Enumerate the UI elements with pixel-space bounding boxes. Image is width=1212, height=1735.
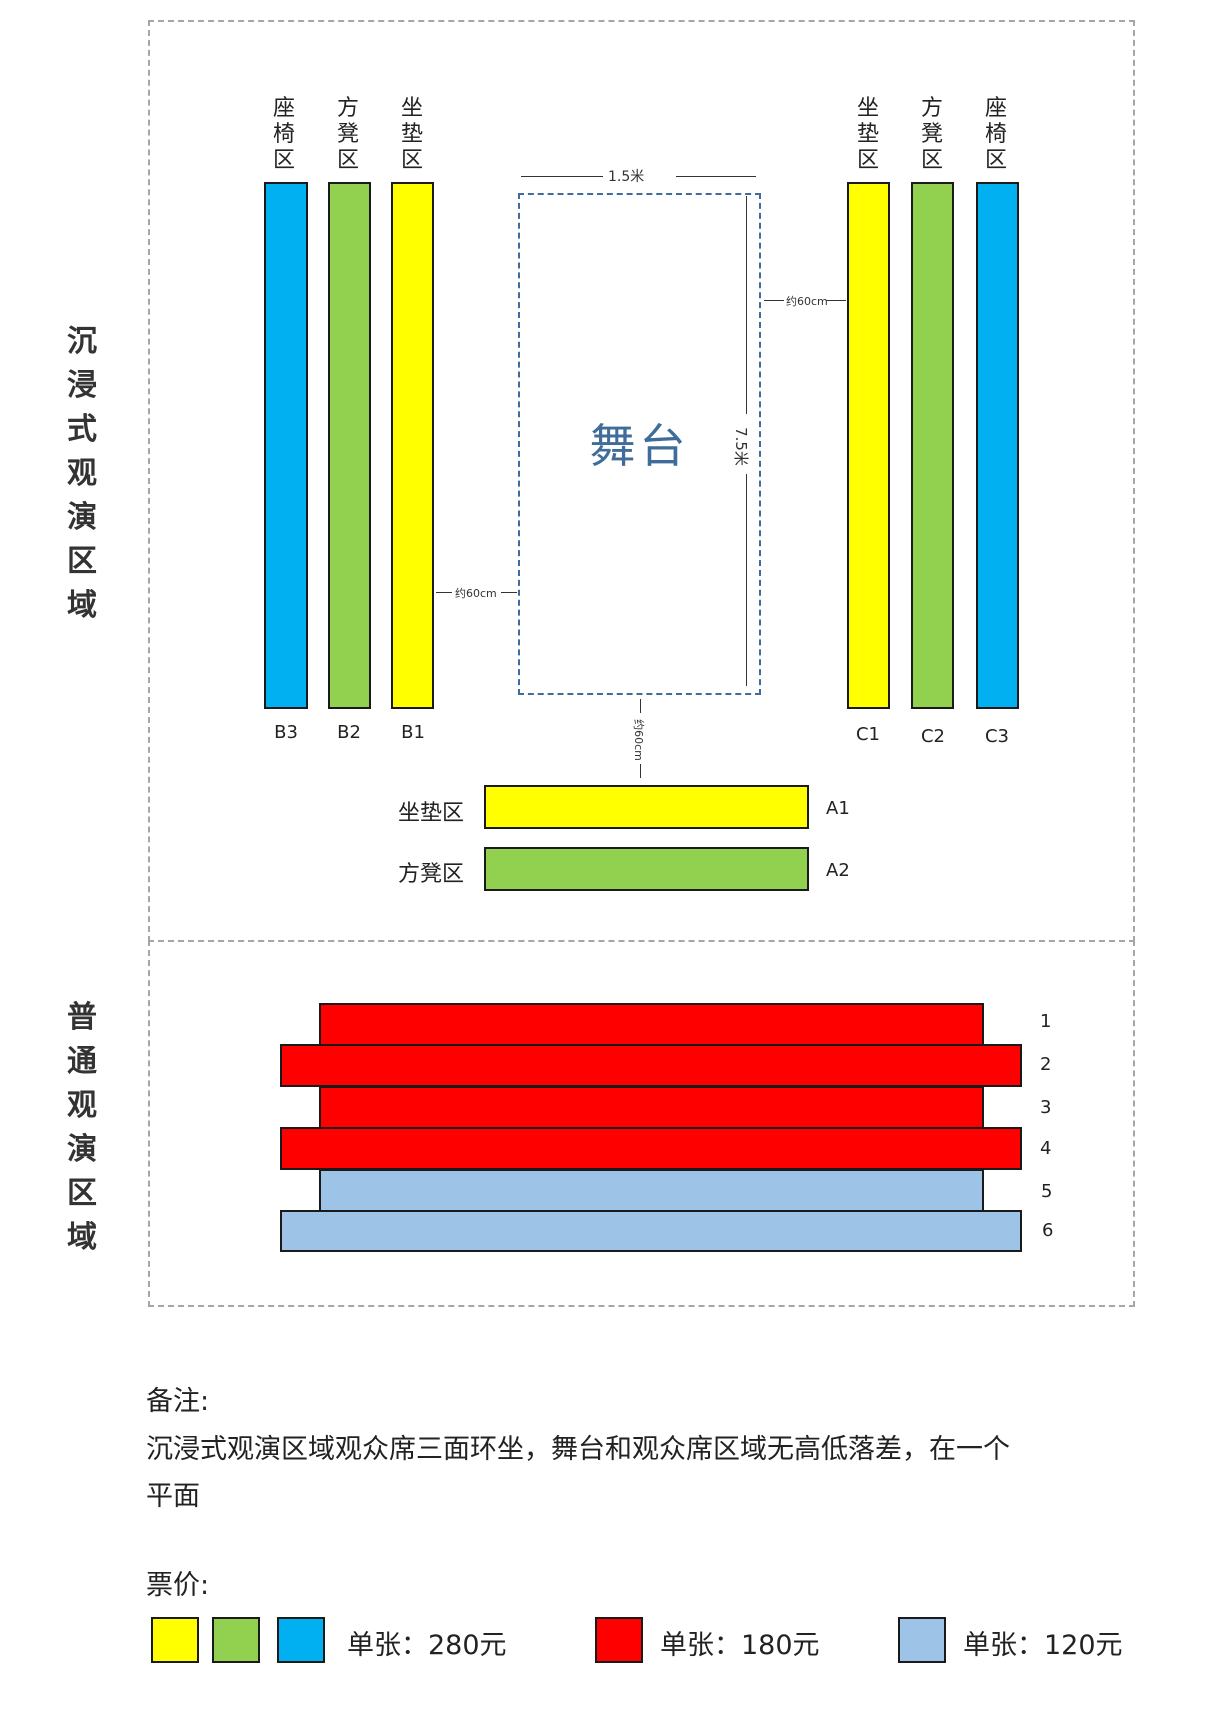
zone-label-c1: 坐垫区 xyxy=(856,96,879,173)
code-b1: B1 xyxy=(401,722,425,743)
zone-label-b2: 方凳区 xyxy=(336,96,359,173)
gap-right-label: 约60cm xyxy=(786,295,828,308)
swatch-red xyxy=(595,1617,643,1663)
row-number-1: 1 xyxy=(1040,1011,1052,1032)
code-b3: B3 xyxy=(274,722,298,743)
row-2 xyxy=(280,1044,1022,1087)
gap-left-label: 约60cm xyxy=(455,587,497,600)
section-c1 xyxy=(847,182,890,709)
regular-area-title: 普通观演区域 xyxy=(67,1000,97,1255)
immersive-area-title: 沉浸式观演区域 xyxy=(67,324,97,623)
zone-label-c2: 方凳区 xyxy=(920,96,943,173)
row-1 xyxy=(319,1003,984,1046)
zone-label-a2: 方凳区 xyxy=(398,862,465,887)
swatch-green xyxy=(212,1617,260,1663)
zone-label-a1: 坐垫区 xyxy=(398,801,465,826)
notes-heading: 备注: xyxy=(146,1386,210,1417)
width-dim-line-right xyxy=(676,176,756,177)
width-dim-line-left xyxy=(521,176,603,177)
row-number-4: 4 xyxy=(1040,1138,1052,1159)
code-c2: C2 xyxy=(920,726,946,747)
zone-label-b3: 座椅区 xyxy=(272,96,295,173)
swatch-blue xyxy=(277,1617,325,1663)
swatch-yellow xyxy=(151,1617,199,1663)
row-number-3: 3 xyxy=(1040,1097,1052,1118)
notes-line-1: 沉浸式观演区域观众席三面环坐，舞台和观众席区域无高低落差，在一个 xyxy=(146,1434,1010,1465)
section-a1 xyxy=(484,785,809,829)
length-dim-line-top xyxy=(746,196,747,414)
length-dim-line-bottom xyxy=(746,474,747,686)
stage-length-label: 7.5米 xyxy=(731,427,750,466)
gap-right-line-a xyxy=(764,300,784,301)
code-c3: C3 xyxy=(984,726,1010,747)
regular-area-frame xyxy=(148,940,1135,1307)
gap-left-line-a xyxy=(436,592,452,593)
code-a2: A2 xyxy=(826,860,850,881)
row-4 xyxy=(280,1127,1022,1170)
row-number-6: 6 xyxy=(1042,1220,1054,1241)
section-b2 xyxy=(328,182,371,709)
code-b2: B2 xyxy=(337,722,361,743)
code-c1: C1 xyxy=(855,724,881,745)
section-b1 xyxy=(391,182,434,709)
stage-width-label: 1.5米 xyxy=(608,169,645,185)
section-a2 xyxy=(484,847,809,891)
row-number-2: 2 xyxy=(1040,1054,1052,1075)
price-tier-120: 单张：120元 xyxy=(963,1630,1123,1661)
section-c2 xyxy=(911,182,954,709)
gap-bottom-line-a xyxy=(640,699,641,713)
price-tier-180: 单张：180元 xyxy=(660,1630,820,1661)
zone-label-c3: 座椅区 xyxy=(984,96,1007,173)
row-3 xyxy=(319,1086,984,1129)
swatch-light-blue xyxy=(898,1617,946,1663)
stage-label: 舞台 xyxy=(589,419,690,473)
gap-bottom-label: 约60cm xyxy=(631,719,645,761)
gap-bottom-line-b xyxy=(640,764,641,778)
zone-label-b1: 坐垫区 xyxy=(400,96,423,173)
row-6 xyxy=(280,1210,1022,1252)
notes-line-2: 平面 xyxy=(146,1481,200,1512)
section-c3 xyxy=(976,182,1019,709)
stage xyxy=(518,193,761,695)
section-b3 xyxy=(264,182,308,709)
row-5 xyxy=(319,1169,984,1212)
row-number-5: 5 xyxy=(1041,1181,1053,1202)
code-a1: A1 xyxy=(826,798,850,819)
gap-left-line-b xyxy=(501,592,517,593)
price-tier-280: 单张：280元 xyxy=(347,1630,507,1661)
gap-right-line-b xyxy=(826,300,846,301)
pricing-heading: 票价: xyxy=(146,1570,210,1601)
